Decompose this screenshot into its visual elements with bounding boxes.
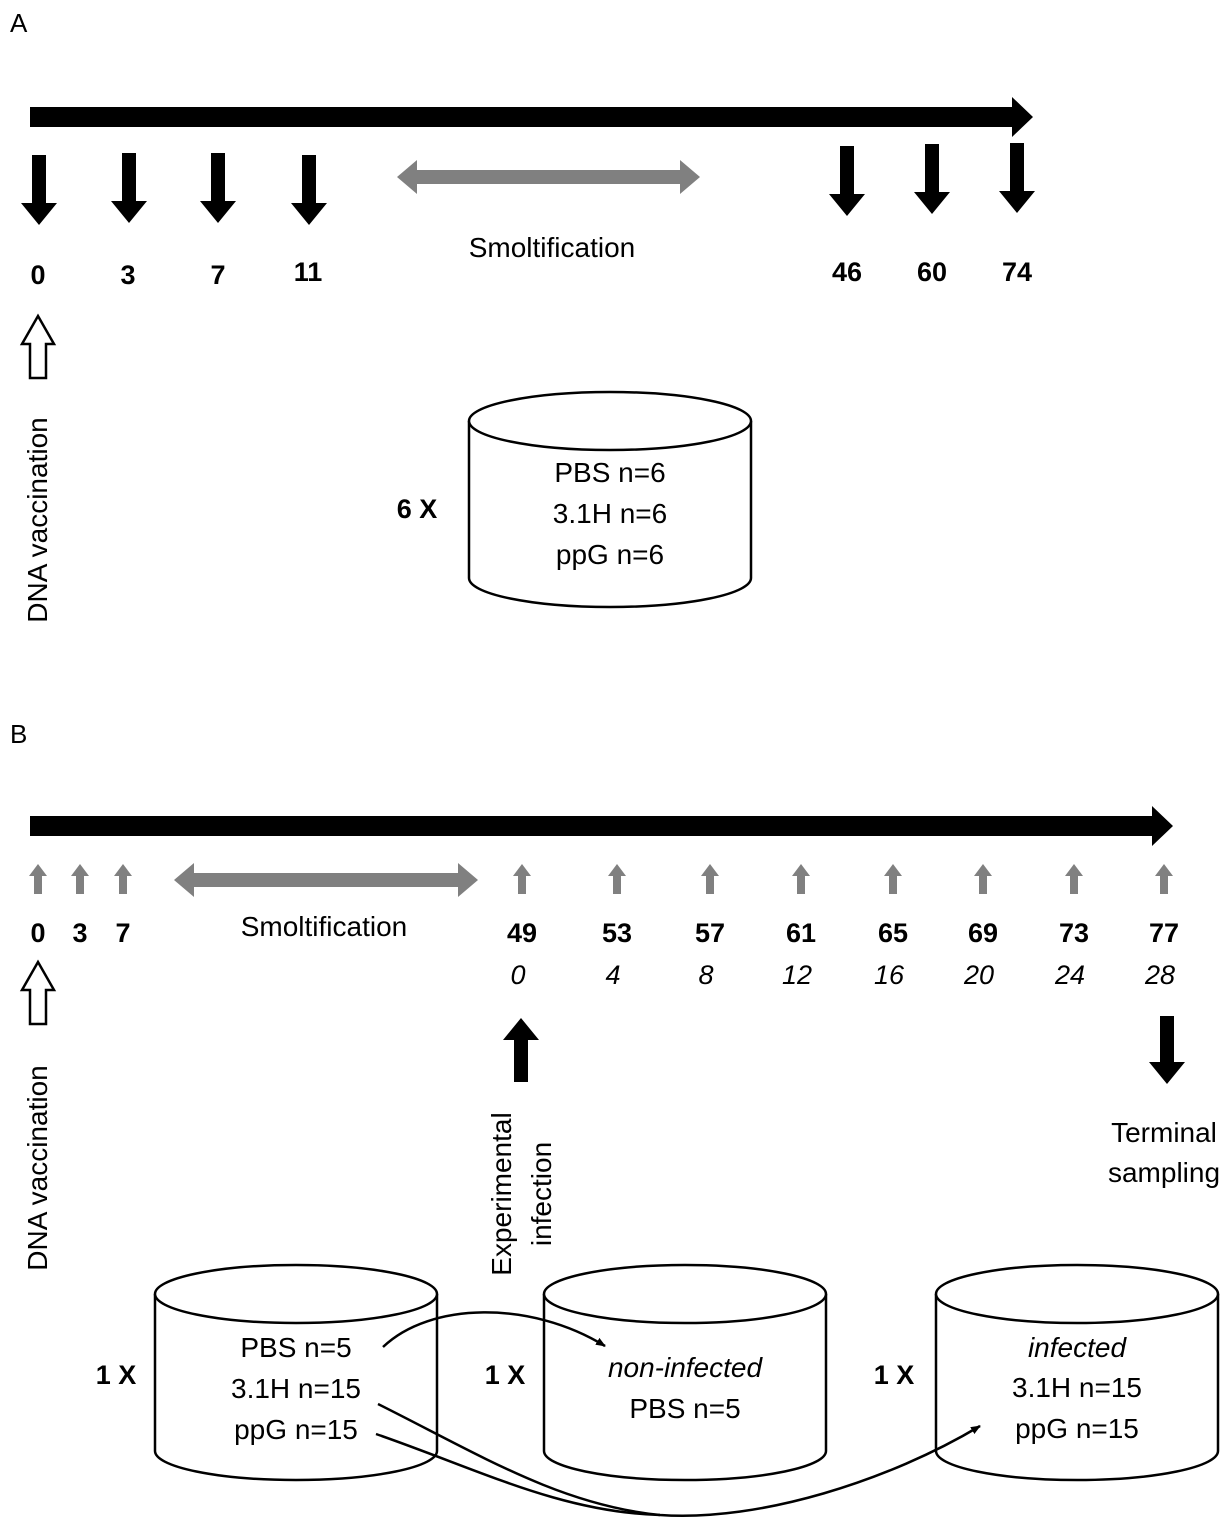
timepoint-label: 61 xyxy=(786,918,816,948)
terminal-down-arrow-icon xyxy=(1149,1016,1185,1084)
tank-transfer-arrows xyxy=(375,1311,981,1517)
panel-a-vaccination-arrow-icon xyxy=(19,313,57,380)
tank-line: ppG n=15 xyxy=(1015,1413,1139,1444)
panel-a-timepoints: 0 3 7 11 46 60 74 xyxy=(30,257,1032,290)
up-arrow-icon xyxy=(608,864,626,894)
panel-a-tank: PBS n=6 3.1H n=6 ppG n=6 xyxy=(467,390,753,609)
timepoint-label: 7 xyxy=(115,918,130,948)
tank-line: ppG n=15 xyxy=(234,1414,358,1445)
transfer-arrow-3-1h xyxy=(377,1402,981,1517)
timepoint-label: 73 xyxy=(1059,918,1089,948)
up-arrow-icon xyxy=(792,864,810,894)
dpi-label: 28 xyxy=(1144,960,1175,990)
infection-up-arrow-icon xyxy=(503,1018,539,1082)
timepoint-label: 46 xyxy=(832,257,862,287)
tank-3-multiplier: 1 X xyxy=(874,1360,915,1390)
panel-b-tank-non-infected: non-infected PBS n=5 xyxy=(542,1263,828,1482)
up-arrow-icon xyxy=(884,864,902,894)
dpi-label: 24 xyxy=(1054,960,1085,990)
tank-line: PBS n=5 xyxy=(240,1332,351,1363)
panel-b-timeline-arrow xyxy=(30,806,1173,846)
tank-line: 3.1H n=15 xyxy=(231,1373,361,1404)
tank-header: non-infected xyxy=(608,1352,764,1383)
panel-b-label: B xyxy=(10,719,27,749)
up-arrow-icon xyxy=(513,864,531,894)
panel-b-timepoints: 0 3 7 49 53 57 61 65 69 73 77 xyxy=(30,918,1179,948)
infection-label-line-2: infection xyxy=(526,1142,557,1246)
panel-a-smoltification-label: Smoltification xyxy=(469,232,636,263)
tank-line: 3.1H n=6 xyxy=(553,498,667,529)
tank-line: 3.1H n=15 xyxy=(1012,1372,1142,1403)
tank-line: ppG n=6 xyxy=(556,539,664,570)
down-arrow-icon xyxy=(999,143,1035,213)
up-arrow-icon xyxy=(974,864,992,894)
timepoint-label: 0 xyxy=(30,260,45,290)
panel-b-tank-vaccinated: PBS n=5 3.1H n=15 ppG n=15 xyxy=(153,1263,439,1482)
up-arrow-icon xyxy=(114,864,132,894)
up-arrow-icon xyxy=(29,864,47,894)
panel-b-smoltification-label: Smoltification xyxy=(241,911,408,942)
panel-a-vaccination-label: DNA vaccination xyxy=(22,417,53,622)
tank-2-multiplier: 1 X xyxy=(485,1360,526,1390)
tank-header: infected xyxy=(1028,1332,1127,1363)
tank-line: PBS n=6 xyxy=(554,457,665,488)
panel-b-vaccination-arrow-icon xyxy=(19,959,57,1026)
timepoint-label: 69 xyxy=(968,918,998,948)
panel-b-days-post-infection: 0 4 8 12 16 20 24 28 xyxy=(510,960,1175,990)
timepoint-label: 3 xyxy=(120,260,135,290)
dpi-label: 0 xyxy=(510,960,525,990)
timepoint-label: 49 xyxy=(507,918,537,948)
panel-a-label: A xyxy=(10,8,28,38)
up-arrow-icon xyxy=(71,864,89,894)
up-arrow-icon xyxy=(1065,864,1083,894)
down-arrow-icon xyxy=(914,144,950,214)
timepoint-label: 7 xyxy=(210,260,225,290)
timepoint-label: 3 xyxy=(72,918,87,948)
panel-b-tank-infected: infected 3.1H n=15 ppG n=15 xyxy=(934,1263,1220,1482)
down-arrow-icon xyxy=(829,146,865,216)
down-arrow-icon xyxy=(200,153,236,223)
panel-b-smoltification-arrow xyxy=(174,863,478,897)
panel-b-vaccination-label: DNA vaccination xyxy=(22,1065,53,1270)
dpi-label: 8 xyxy=(698,960,713,990)
panel-b-sampling-arrows xyxy=(29,864,1173,894)
timepoint-label: 65 xyxy=(878,918,908,948)
down-arrow-icon xyxy=(291,155,327,225)
up-arrow-icon xyxy=(1155,864,1173,894)
tank-line: PBS n=5 xyxy=(629,1393,740,1424)
terminal-label-line-1: Terminal xyxy=(1111,1117,1217,1148)
timepoint-label: 74 xyxy=(1002,257,1032,287)
infection-label-line-1: Experimental xyxy=(486,1112,517,1275)
timepoint-label: 57 xyxy=(695,918,725,948)
panel-a-tank-multiplier: 6 X xyxy=(397,494,438,524)
dpi-label: 20 xyxy=(963,960,994,990)
transfer-arrow-pbs xyxy=(382,1311,606,1348)
up-arrow-icon xyxy=(701,864,719,894)
panel-a-sampling-arrows xyxy=(21,143,1035,225)
timepoint-label: 77 xyxy=(1149,918,1179,948)
tank-1-multiplier: 1 X xyxy=(96,1360,137,1390)
dpi-label: 4 xyxy=(605,960,620,990)
terminal-label-line-2: sampling xyxy=(1108,1157,1220,1188)
timepoint-label: 0 xyxy=(30,918,45,948)
timepoint-label: 11 xyxy=(294,257,323,287)
timepoint-label: 53 xyxy=(602,918,632,948)
dpi-label: 16 xyxy=(874,960,905,990)
panel-a-smoltification-arrow xyxy=(397,160,700,194)
down-arrow-icon xyxy=(111,153,147,223)
down-arrow-icon xyxy=(21,155,57,225)
panel-a-timeline-arrow xyxy=(30,97,1033,137)
dpi-label: 12 xyxy=(782,960,812,990)
transfer-arrow-ppg xyxy=(375,1432,661,1517)
timepoint-label: 60 xyxy=(917,257,947,287)
